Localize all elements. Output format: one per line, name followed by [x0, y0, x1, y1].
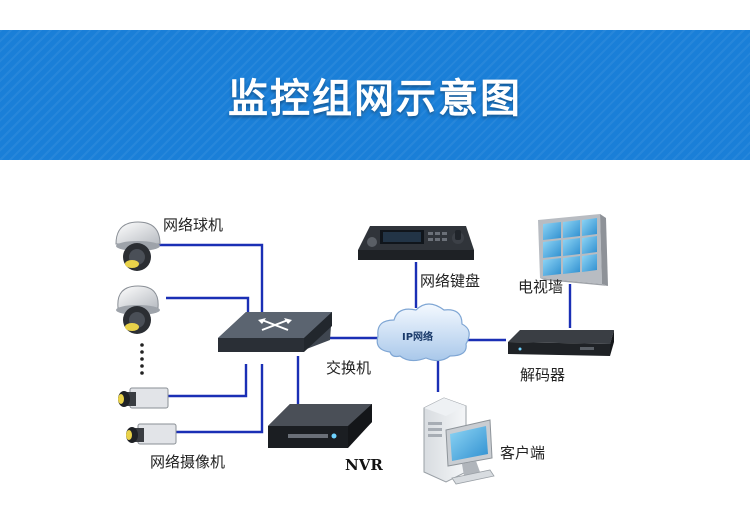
box-camera-2-icon [126, 423, 177, 445]
box-cameras-label: 网络摄像机 [150, 453, 225, 471]
dome-camera-1-icon [115, 221, 161, 271]
nvr-icon [268, 404, 372, 448]
switch-icon [218, 312, 332, 352]
video-wall-label: 电视墙 [518, 278, 563, 296]
client-label: 客户端 [500, 444, 545, 462]
link-box2-switch [176, 364, 264, 434]
decoder-icon [508, 330, 614, 356]
banner-title: 监控组网示意图 [228, 76, 522, 122]
link-dome1-switch [150, 243, 264, 332]
title-banner: 监控组网示意图 [0, 30, 750, 160]
nvr-label: NVR [345, 456, 383, 474]
network-keyboard-icon [358, 226, 474, 260]
keyboard-label: 网络键盘 [420, 272, 480, 290]
decoder-label: 解码器 [520, 366, 565, 384]
link-box1-switch [168, 364, 248, 398]
ip-network-cloud-icon [376, 303, 470, 362]
network-diagram: 网络球机 网络摄像机 交换机 NVR 网络键盘 IP网络 电视墙 解码器 客户端 [115, 214, 614, 485]
switch-label: 交换机 [326, 359, 371, 377]
top-strip [0, 0, 750, 30]
client-pc-icon [423, 397, 495, 485]
dome-cameras-label: 网络球机 [163, 216, 223, 234]
cloud-label: IP网络 [402, 330, 433, 343]
more-cameras-ellipsis [140, 343, 144, 375]
dome-camera-2-icon [116, 285, 160, 334]
connection-lines [150, 243, 572, 434]
video-wall-icon [538, 214, 608, 286]
box-camera-1-icon [118, 387, 169, 409]
